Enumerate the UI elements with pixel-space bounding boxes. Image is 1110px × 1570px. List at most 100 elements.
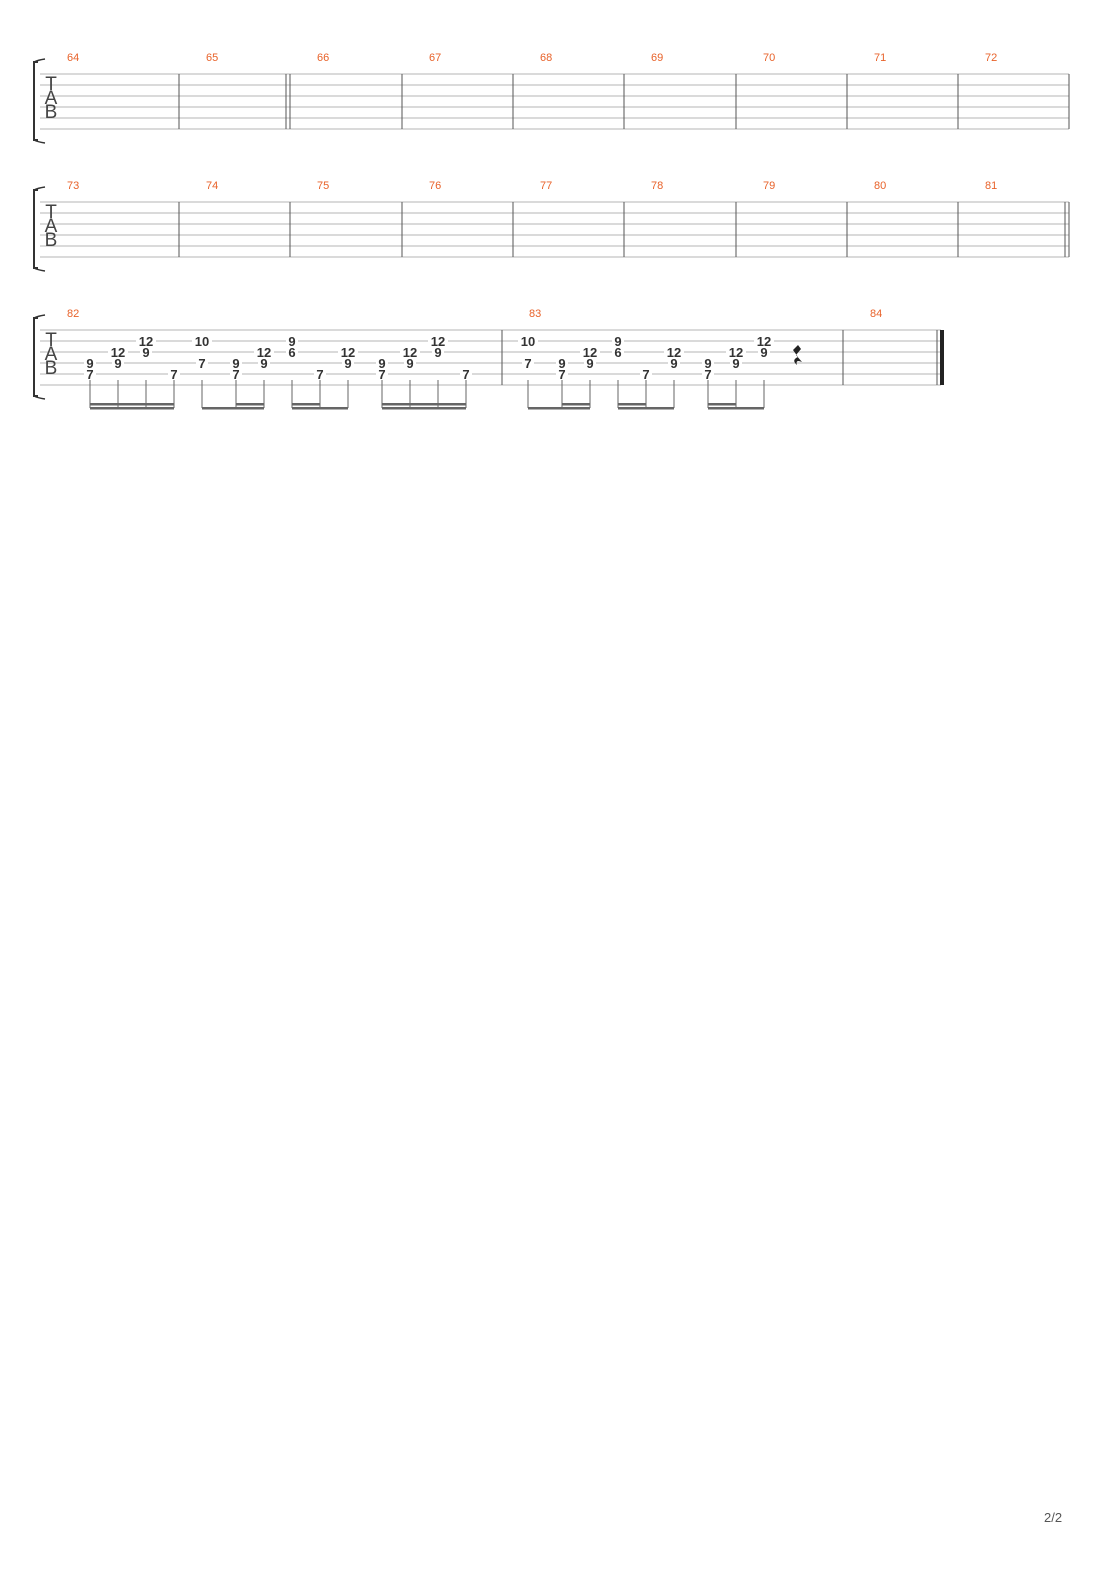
measure-number: 83 <box>529 308 541 320</box>
tab-clef-a: A <box>45 344 58 365</box>
fret-backdrop <box>404 357 416 369</box>
measure-number: 76 <box>429 180 441 192</box>
fret-number: 9 <box>232 356 239 371</box>
measure-number: 84 <box>870 308 882 320</box>
measure-number: 73 <box>67 180 79 192</box>
fret-number: 12 <box>111 345 125 360</box>
fret-number: 12 <box>729 345 743 360</box>
fret-backdrop <box>314 368 326 380</box>
fret-number: 7 <box>86 367 93 382</box>
measure-number: 74 <box>206 180 218 192</box>
fret-number: 9 <box>260 356 267 371</box>
fret-backdrop <box>230 368 242 380</box>
fret-backdrop <box>108 346 128 358</box>
fret-backdrop <box>580 346 600 358</box>
fret-backdrop <box>702 368 714 380</box>
fret-backdrop <box>192 335 212 347</box>
fret-backdrop <box>460 368 472 380</box>
fret-number: 7 <box>316 367 323 382</box>
tab-clef-t: T <box>45 74 57 95</box>
fret-backdrop <box>518 335 538 347</box>
fret-number: 9 <box>434 345 441 360</box>
primary-beam <box>618 407 674 410</box>
measure-number: 81 <box>985 180 997 192</box>
fret-backdrop <box>584 357 596 369</box>
fret-number: 7 <box>378 367 385 382</box>
fret-number: 9 <box>142 345 149 360</box>
fret-number: 9 <box>586 356 593 371</box>
fret-backdrop <box>522 357 534 369</box>
fret-number: 7 <box>170 367 177 382</box>
fret-number: 7 <box>704 367 711 382</box>
page-number: 2/2 <box>1044 1510 1063 1525</box>
fret-backdrop <box>140 346 152 358</box>
fret-number: 9 <box>760 345 767 360</box>
primary-beam <box>202 407 264 410</box>
fret-number: 9 <box>86 356 93 371</box>
tab-clef-b: B <box>45 230 58 251</box>
fret-backdrop <box>230 357 242 369</box>
fret-number: 7 <box>524 356 531 371</box>
fret-number: 12 <box>139 334 153 349</box>
secondary-beam <box>618 403 646 406</box>
bracket-bottom-hook <box>33 139 46 144</box>
final-barline <box>940 330 944 385</box>
tab-clef-t: T <box>45 202 57 223</box>
measure-number: 64 <box>67 52 79 64</box>
secondary-beam <box>382 403 466 406</box>
fret-number: 7 <box>558 367 565 382</box>
fret-backdrop <box>168 368 180 380</box>
fret-backdrop <box>664 346 684 358</box>
fret-number: 9 <box>558 356 565 371</box>
primary-beam <box>90 407 174 410</box>
fret-backdrop <box>556 357 568 369</box>
fret-backdrop <box>556 368 568 380</box>
system-bracket <box>33 61 38 141</box>
fret-number: 12 <box>403 345 417 360</box>
fret-number: 7 <box>232 367 239 382</box>
tab-clef-t: T <box>45 330 57 351</box>
fret-number: 12 <box>431 334 445 349</box>
fret-backdrop <box>668 357 680 369</box>
tab-clef-b: B <box>45 102 58 123</box>
fret-backdrop <box>428 335 448 347</box>
measure-number: 71 <box>874 52 886 64</box>
measure-number: 67 <box>429 52 441 64</box>
quarter-rest-icon <box>793 341 802 365</box>
secondary-beam <box>236 403 264 406</box>
primary-beam <box>382 407 466 410</box>
fret-number: 12 <box>667 345 681 360</box>
fret-backdrop <box>286 335 298 347</box>
bracket-bottom-hook <box>33 267 46 272</box>
fret-backdrop <box>136 335 156 347</box>
fret-number: 7 <box>198 356 205 371</box>
measure-number: 79 <box>763 180 775 192</box>
fret-number: 12 <box>341 345 355 360</box>
bracket-top-hook <box>33 58 46 63</box>
tab-clef-a: A <box>45 88 58 109</box>
measure-number: 78 <box>651 180 663 192</box>
fret-number: 12 <box>757 334 771 349</box>
fret-backdrop <box>612 335 624 347</box>
measure-number: 68 <box>540 52 552 64</box>
bracket-top-hook <box>33 186 46 191</box>
fret-backdrop <box>702 357 714 369</box>
fret-number: 9 <box>732 356 739 371</box>
primary-beam <box>528 407 590 410</box>
fret-backdrop <box>730 357 742 369</box>
fret-number: 9 <box>704 356 711 371</box>
secondary-beam <box>90 403 174 406</box>
measure-number: 69 <box>651 52 663 64</box>
fret-backdrop <box>84 368 96 380</box>
fret-backdrop <box>112 357 124 369</box>
fret-number: 9 <box>406 356 413 371</box>
system-bracket <box>33 317 38 397</box>
bracket-bottom-hook <box>33 395 46 400</box>
fret-number: 12 <box>583 345 597 360</box>
fret-backdrop <box>432 346 444 358</box>
fret-backdrop <box>342 357 354 369</box>
measure-number: 80 <box>874 180 886 192</box>
fret-number: 9 <box>288 334 295 349</box>
